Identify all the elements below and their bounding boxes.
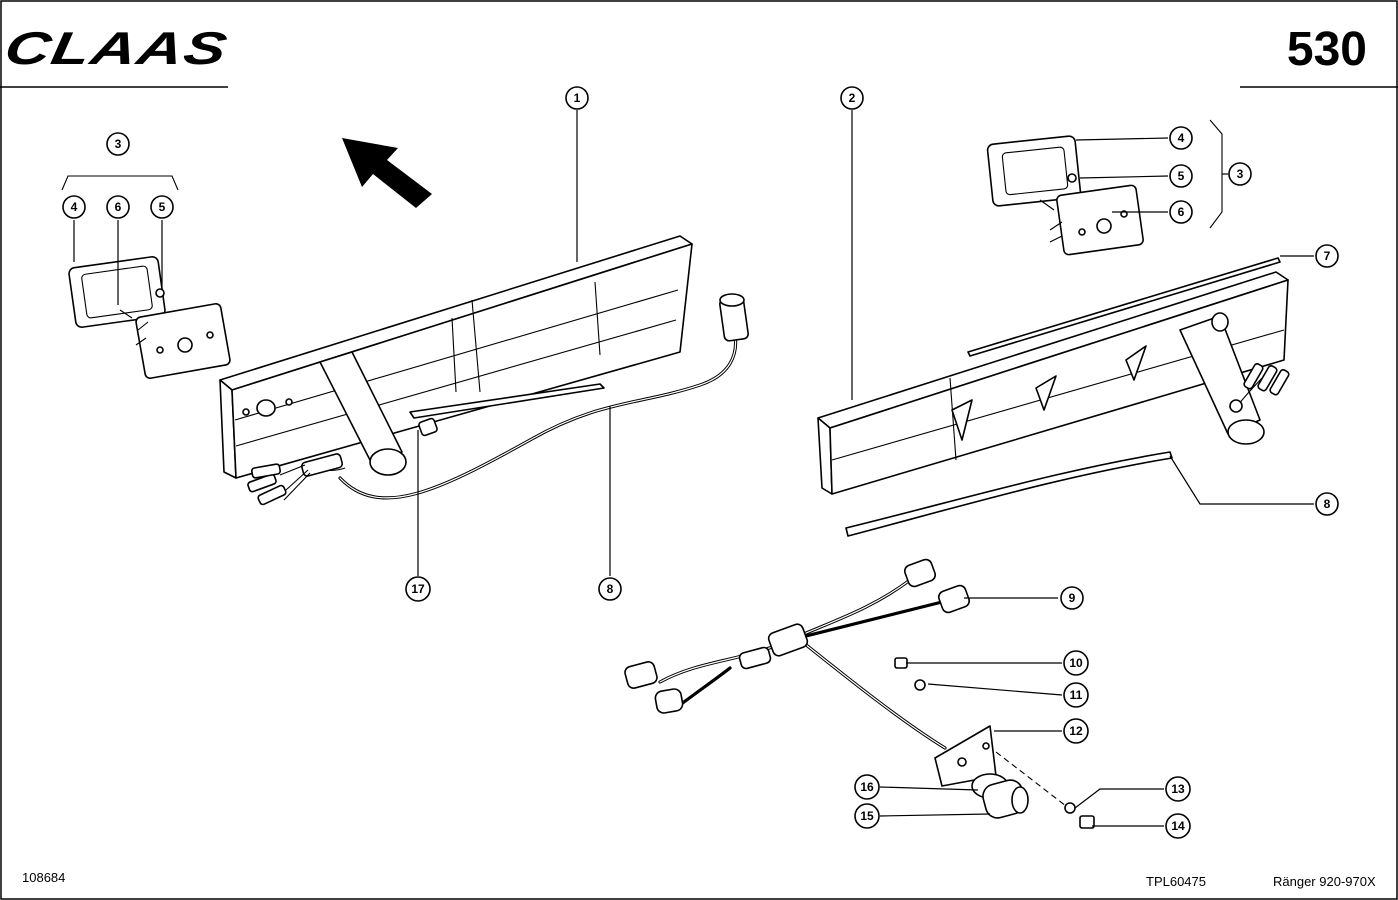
callout-5-right: 5: [1169, 164, 1193, 188]
callout-14: 14: [1165, 813, 1191, 839]
leader-lines: [73, 110, 1314, 827]
svg-text:14: 14: [1171, 819, 1185, 833]
reference-code: TPL60475: [1146, 874, 1206, 889]
page-number: 530: [1287, 23, 1367, 76]
callout-4-right: 4: [1169, 126, 1193, 150]
svg-text:3: 3: [1237, 167, 1244, 181]
callout-5-left: 5: [150, 195, 174, 219]
svg-text:9: 9: [1069, 591, 1076, 605]
svg-text:1: 1: [574, 91, 581, 105]
svg-text:17: 17: [411, 582, 425, 596]
callout-6-left: 6: [106, 195, 130, 219]
svg-text:5: 5: [159, 200, 166, 214]
callout-2: 2: [840, 86, 864, 110]
svg-text:5: 5: [1178, 169, 1185, 183]
callout-4-left: 4: [62, 195, 86, 219]
lamp-assembly-left: [61, 175, 231, 380]
svg-text:10: 10: [1069, 656, 1083, 670]
svg-text:4: 4: [1178, 131, 1185, 145]
callout-3-left: 3: [106, 132, 130, 156]
svg-text:15: 15: [860, 809, 874, 823]
callout-17: 17: [405, 576, 431, 602]
svg-text:12: 12: [1069, 724, 1083, 738]
bumper-beam-left: [219, 235, 693, 479]
callout-8-right: 8: [1315, 492, 1339, 516]
callout-16: 16: [854, 774, 880, 800]
drawing-id: 108684: [22, 870, 65, 885]
svg-text:13: 13: [1171, 782, 1185, 796]
callout-1: 1: [565, 86, 589, 110]
bumper-beam-right: [817, 257, 1290, 537]
svg-text:6: 6: [115, 200, 122, 214]
callout-9: 9: [1060, 586, 1084, 610]
model-name: Ränger 920-970X: [1273, 874, 1376, 889]
svg-text:8: 8: [1324, 497, 1331, 511]
svg-text:11: 11: [1070, 688, 1083, 702]
svg-text:3: 3: [115, 137, 122, 151]
main-harness: [624, 558, 1095, 829]
callout-13: 13: [1165, 776, 1191, 802]
callout-7: 7: [1315, 244, 1339, 268]
svg-text:7: 7: [1324, 249, 1331, 263]
callout-11: 11: [1063, 682, 1089, 708]
callout-6-right: 6: [1169, 200, 1193, 224]
svg-text:6: 6: [1178, 205, 1185, 219]
svg-text:8: 8: [607, 582, 614, 596]
callout-10: 10: [1063, 650, 1089, 676]
lamp-assembly-right: [986, 119, 1223, 256]
wiring-harness-left: [247, 293, 749, 506]
svg-text:4: 4: [71, 200, 78, 214]
direction-arrow-icon: [342, 138, 432, 208]
callout-8-left: 8: [598, 577, 622, 601]
brand-logo: CLAAS: [1, 22, 232, 74]
svg-text:2: 2: [849, 91, 856, 105]
callout-15: 15: [854, 803, 880, 829]
callout-12: 12: [1063, 718, 1089, 744]
svg-text:16: 16: [860, 780, 874, 794]
callout-3-right: 3: [1228, 162, 1252, 186]
